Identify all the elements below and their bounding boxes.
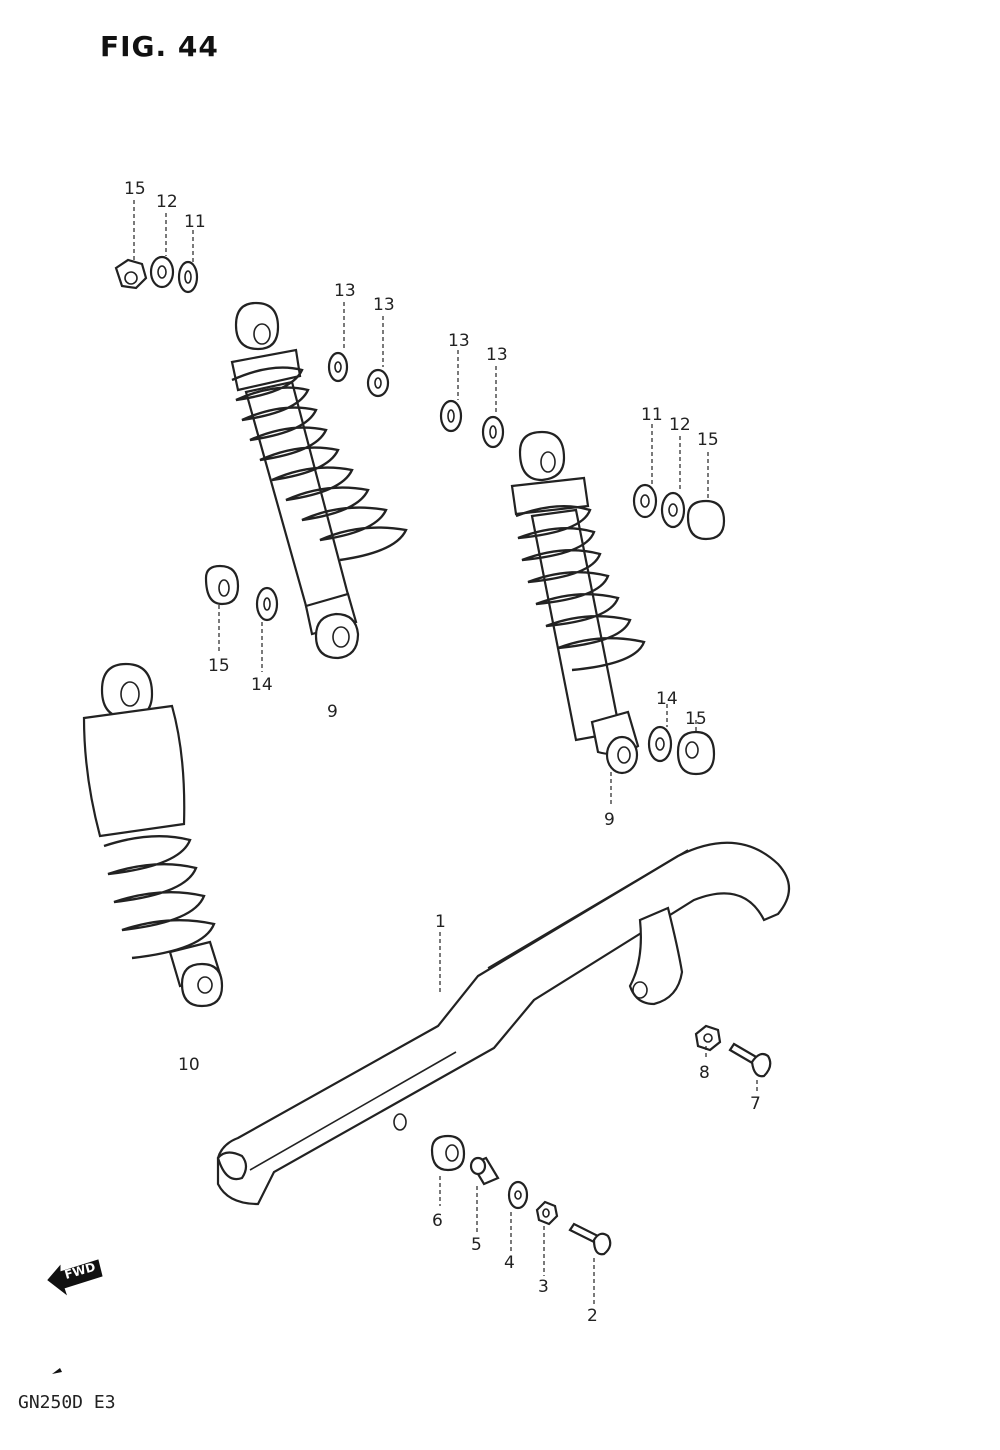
callout-9-left: 9 [327, 702, 338, 722]
washer-4 [507, 1180, 529, 1210]
washer-11-top-left [177, 260, 199, 294]
washer-13-a [327, 351, 349, 383]
shock-absorber-9-left [230, 301, 408, 660]
callout-15-right-top: 15 [697, 430, 719, 450]
callout-15-top-left: 15 [124, 179, 146, 199]
grommet-6 [430, 1134, 466, 1172]
callout-15-right-bottom: 15 [685, 709, 707, 729]
callout-13-b: 13 [373, 295, 395, 315]
collar-15-right-bottom [676, 730, 716, 776]
callout-9-right: 9 [604, 810, 615, 830]
collar-15-left [204, 564, 240, 606]
bolt-7 [728, 1042, 772, 1078]
callout-13-a: 13 [334, 281, 356, 301]
callout-5: 5 [471, 1235, 482, 1255]
shock-absorber-9-right [510, 430, 646, 775]
callout-12-right: 12 [669, 415, 691, 435]
nut-15-top-left [114, 258, 148, 290]
callout-14-right: 14 [656, 689, 678, 709]
ink-mark [52, 1368, 62, 1374]
fwd-arrow-icon: FWD [47, 1259, 103, 1296]
callout-6: 6 [432, 1211, 443, 1231]
nut-8 [694, 1024, 722, 1052]
collar-5 [469, 1156, 500, 1186]
callout-4: 4 [504, 1253, 515, 1273]
callout-2: 2 [587, 1306, 598, 1326]
washer-13-d [481, 415, 505, 449]
washer-14-left [255, 586, 279, 622]
callout-10: 10 [178, 1055, 200, 1075]
washer-13-b [366, 368, 390, 398]
callout-11-right: 11 [641, 405, 663, 425]
shock-absorber-10 [82, 662, 224, 1008]
callout-13-d: 13 [486, 345, 508, 365]
chain-case-1 [216, 841, 791, 1206]
model-code: GN250D E3 [18, 1392, 116, 1413]
figure-title: FIG. 44 [100, 30, 219, 63]
callout-3: 3 [538, 1277, 549, 1297]
nut-3 [535, 1200, 559, 1226]
callout-11-top-left: 11 [184, 212, 206, 232]
washer-11-right [632, 483, 658, 519]
washer-14-right [647, 725, 673, 763]
callout-13-c: 13 [448, 331, 470, 351]
washer-13-c [439, 399, 463, 433]
washer-12-right [660, 491, 686, 529]
bolt-2 [568, 1222, 612, 1256]
washer-12-top-left [149, 255, 175, 289]
callout-1: 1 [435, 912, 446, 932]
callout-14-left: 14 [251, 675, 273, 695]
callout-8: 8 [699, 1063, 710, 1083]
callout-12-top-left: 12 [156, 192, 178, 212]
callout-15-left: 15 [208, 656, 230, 676]
callout-7: 7 [750, 1094, 761, 1114]
nut-15-right-top [686, 499, 726, 541]
